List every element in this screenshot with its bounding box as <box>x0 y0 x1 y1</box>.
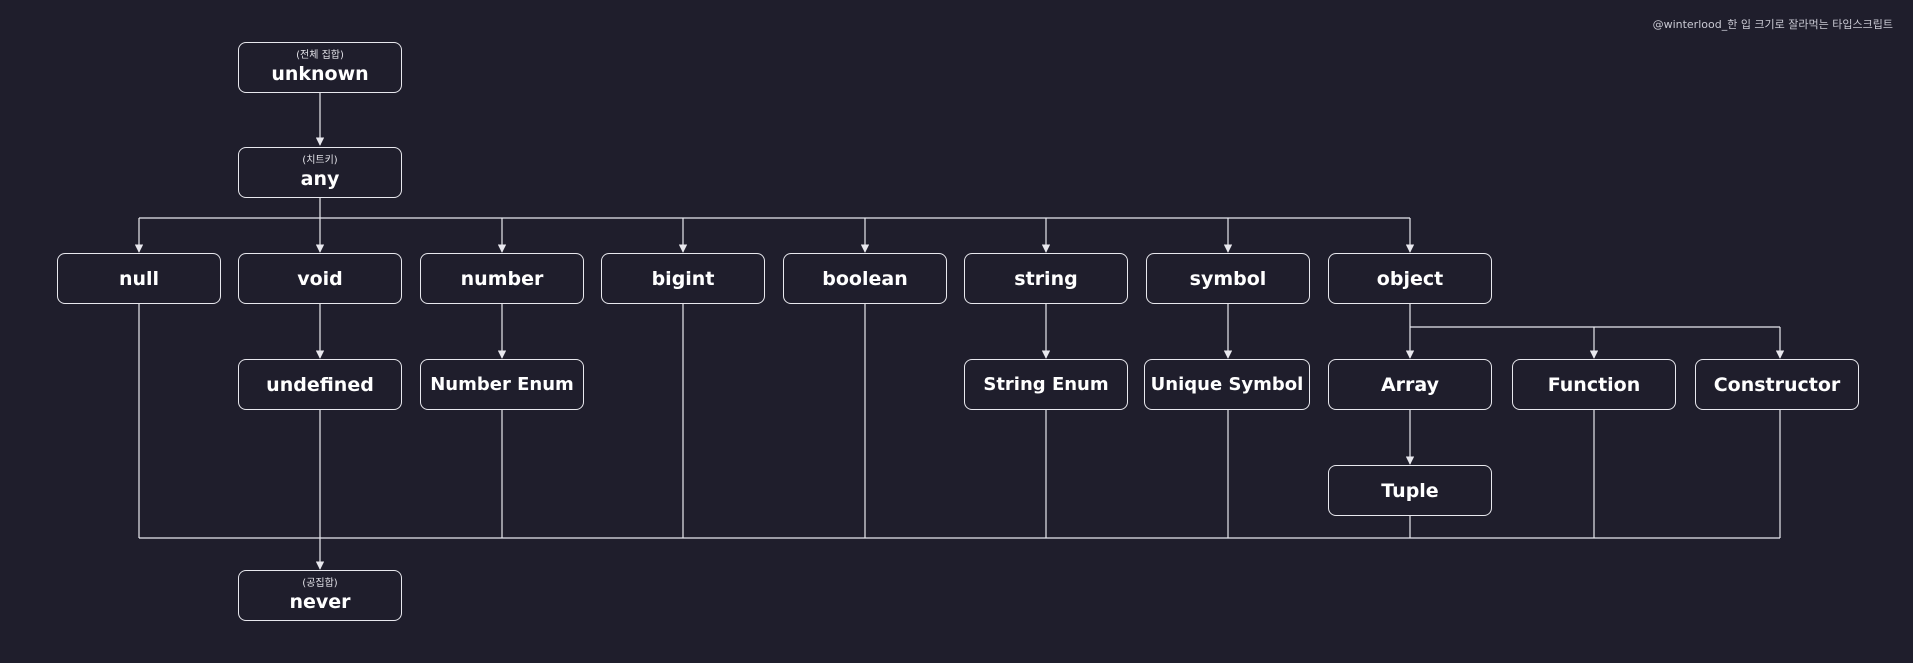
node-array-label: Array <box>1380 373 1440 396</box>
node-any-label: any <box>300 167 340 190</box>
node-object-label: object <box>1376 267 1444 290</box>
node-number-enum: Number Enum <box>420 359 584 410</box>
node-any-subtitle: (치트키) <box>302 154 338 166</box>
node-null-label: null <box>118 267 160 290</box>
node-number-label: number <box>460 267 544 290</box>
node-function-label: Function <box>1547 373 1641 396</box>
node-array: Array <box>1328 359 1492 410</box>
node-number: number <box>420 253 584 304</box>
node-unique-symbol: Unique Symbol <box>1144 359 1310 410</box>
node-symbol: symbol <box>1146 253 1310 304</box>
node-unknown-label: unknown <box>271 62 369 85</box>
node-void-label: void <box>297 267 343 290</box>
node-any: (치트키) any <box>238 147 402 198</box>
node-string: string <box>964 253 1128 304</box>
node-unknown-subtitle: (전체 집합) <box>296 49 344 61</box>
node-number-enum-label: Number Enum <box>430 373 574 395</box>
node-unknown: (전체 집합) unknown <box>238 42 402 93</box>
node-never: (공집합) never <box>238 570 402 621</box>
node-null: null <box>57 253 221 304</box>
node-constructor-label: Constructor <box>1713 373 1841 396</box>
author-credit: @winterlood_한 입 크기로 잘라먹는 타입스크립트 <box>1652 18 1893 31</box>
node-boolean: boolean <box>783 253 947 304</box>
node-boolean-label: boolean <box>822 267 908 290</box>
node-tuple: Tuple <box>1328 465 1492 516</box>
node-string-enum-label: String Enum <box>983 373 1109 395</box>
node-string-label: string <box>1014 267 1078 290</box>
node-symbol-label: symbol <box>1189 267 1267 290</box>
node-never-label: never <box>289 590 351 613</box>
node-bigint-label: bigint <box>651 267 715 290</box>
node-undefined: undefined <box>238 359 402 410</box>
node-undefined-label: undefined <box>266 373 374 396</box>
node-tuple-label: Tuple <box>1381 479 1439 502</box>
node-function: Function <box>1512 359 1676 410</box>
node-object: object <box>1328 253 1492 304</box>
node-string-enum: String Enum <box>964 359 1128 410</box>
node-bigint: bigint <box>601 253 765 304</box>
node-constructor: Constructor <box>1695 359 1859 410</box>
node-unique-symbol-label: Unique Symbol <box>1150 373 1304 395</box>
node-void: void <box>238 253 402 304</box>
node-never-subtitle: (공집합) <box>302 577 338 589</box>
